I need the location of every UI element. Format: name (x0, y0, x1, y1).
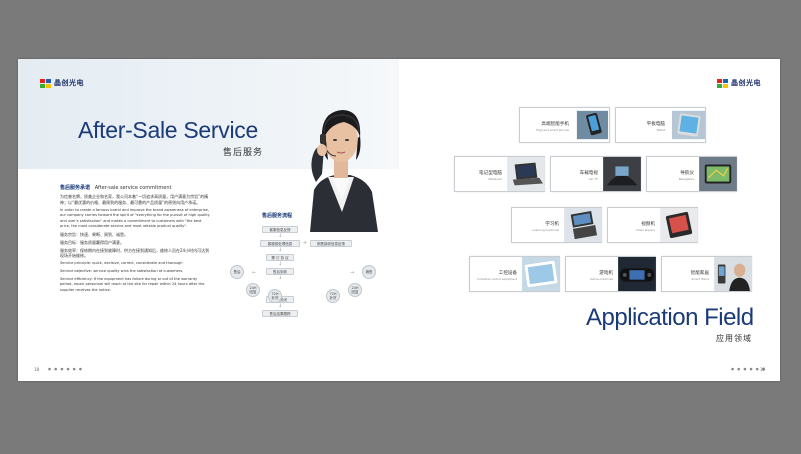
product-label-en: Tablet (656, 128, 665, 132)
right-page-number: 19 (760, 367, 766, 372)
product-card-game-machine: 游戏机 Game machines (565, 256, 656, 292)
service-flow-diagram: 售后服务流程 客服信息反馈 ↓ 客服部处理信息 + 销售接收信息反馈 ↓ 需 订… (210, 209, 376, 329)
page-subtitle-right: 应用领域 (716, 334, 752, 343)
logo-mark-icon (40, 78, 51, 88)
commitment-heading-zh: 售后服务承诺 (60, 185, 91, 191)
commitment-paragraph-en: In order to create a famous brand and im… (60, 207, 210, 228)
product-label-zh: 智能家居 (690, 271, 709, 276)
flow-circle-24h-reply-b: 24H 回复 (348, 283, 362, 297)
commitment-heading: 售后服务承诺 After-sale service commitment (60, 185, 210, 191)
flow-arrow-down-icon: ↓ (278, 233, 283, 239)
brand-logo: 晶创光电 (40, 78, 84, 88)
commitment-paragraph-zh: 为信誉名牌，质美企业和名家，我公司本着“一切追求高质量，用户满意为宗旨”的精神；… (60, 194, 209, 205)
flow-arrow-down-icon: ↓ (278, 261, 283, 267)
service-principle-zh: 服务宗旨：快速、果断、周到、诚恳。 (60, 231, 128, 237)
product-label-zh: 学习机 (545, 222, 559, 227)
product-label-en: Video players (636, 228, 655, 232)
flow-arrow-down-icon: ↓ (278, 275, 283, 281)
brochure-spread: 晶创光电 After-Sale Service 售后服务 售后服务承诺 (18, 59, 780, 381)
industrial-icon (522, 257, 560, 291)
product-card-car-tv: 车载电视 Car TV (550, 156, 641, 192)
product-card-learning-machine: 学习机 Learning machines (511, 207, 602, 243)
product-label-en: Smart Home (691, 277, 709, 281)
product-label-en: Learning machines (532, 228, 559, 232)
car-tv-icon (603, 157, 641, 191)
commitment-heading-en: After-sale service commitment (94, 185, 172, 191)
logo-mark-icon (717, 78, 728, 88)
product-card-tablet: 平板电脑 Tablet (615, 107, 706, 143)
product-label-zh: 车载电视 (579, 171, 598, 176)
product-label-zh: 工控设备 (498, 271, 517, 276)
left-page: 晶创光电 After-Sale Service 售后服务 售后服务承诺 (18, 59, 399, 381)
flow-arrow-down-icon: ↓ (278, 303, 283, 309)
flow-circle-24h-reply: 24H 回复 (246, 283, 260, 297)
flow-step-tracking: 售后结果跟踪 (262, 310, 298, 317)
flow-circle-72h-replenish-b: 72H 补货 (326, 289, 340, 303)
flow-step-agreement: 需 订 协 议 (266, 254, 294, 261)
page-title: After-Sale Service (78, 117, 258, 143)
right-page: 晶创光电 高端智能手机 High-end smart phones 平板电脑 (399, 59, 780, 381)
product-label-en: Navigators (678, 177, 694, 181)
product-card-smartphone: 高端智能手机 High-end smart phones (519, 107, 610, 143)
product-label-en: Game machines (590, 277, 613, 281)
phone-icon (576, 110, 609, 140)
product-label-zh: 视频机 (641, 222, 655, 227)
navigator-icon (699, 157, 737, 191)
product-card-video-player: 视频机 Video players (607, 207, 698, 243)
product-label-en: High-end smart phones (536, 128, 569, 132)
product-label-zh: 高端智能手机 (541, 122, 569, 127)
product-label-en: Industrial control equipment (477, 277, 517, 281)
brand-name-right: 晶创光电 (731, 79, 761, 87)
service-woman-image (310, 110, 378, 232)
service-efficiency-en: Service efficiency: If the equipment has… (60, 276, 205, 292)
right-footer-dots: ● ● ● ● ● ● (731, 367, 766, 371)
laptop-icon (507, 157, 545, 191)
brand-logo-right: 晶创光电 (717, 78, 761, 88)
product-label-en: Car TV (588, 177, 598, 181)
product-card-smart-home: 智能家居 Smart Home (661, 256, 752, 292)
service-objective-en: Service objective: service quality wins … (60, 268, 184, 273)
flow-arrow-down-icon: ↓ (278, 247, 283, 253)
product-card-notebook: 笔记型电脑 Notebook (454, 156, 545, 192)
tablet-icon (671, 110, 705, 140)
learning-machine-icon (564, 208, 602, 242)
flow-plus-icon: + (303, 240, 308, 246)
brand-name: 晶创光电 (54, 79, 84, 87)
page-title-right: Application Field (586, 304, 754, 331)
product-label-zh: 游戏机 (599, 271, 613, 276)
product-card-navigator: 导航仪 Navigators (646, 156, 737, 192)
service-objective-zh: 服务目标：服务质量赢得用户满意。 (60, 239, 124, 245)
game-machine-icon (618, 257, 656, 291)
flow-arrow-left-icon: ← (252, 270, 257, 276)
left-footer-dots: ● ● ● ● ● ● (48, 367, 83, 371)
left-page-number: 18 (34, 367, 40, 372)
service-principle-en: Service principle: quick, decisive, corr… (60, 260, 183, 265)
service-efficiency-zh: 服务效率：保修期内在接到故障时，供方在接到通知后，维修人员在24小时内可达到现场… (60, 247, 210, 259)
product-label-en: Notebook (488, 177, 502, 181)
flow-step-process: 客服部处理信息 (260, 240, 300, 247)
flow-circle-aftersale: 售后 (230, 265, 244, 279)
product-card-industrial: 工控设备 Industrial control equipment (469, 256, 560, 292)
commitment-section: 售后服务承诺 After-sale service commitment 为信誉… (60, 185, 210, 296)
flow-title: 售后服务流程 (262, 213, 293, 219)
page-subtitle: 售后服务 (223, 148, 264, 158)
video-player-icon (660, 208, 698, 242)
flow-step-onsite: 售后到到 (266, 268, 294, 275)
product-label-zh: 导航仪 (680, 171, 694, 176)
flow-circle-72h-replenish: 72H 补货 (268, 289, 282, 303)
flow-arrow-right-icon: → (350, 270, 355, 276)
flow-step-feedback: 客服信息反馈 (262, 226, 298, 233)
flow-step-sales-feedback: 销售接收信息反馈 (310, 240, 352, 247)
product-label-zh: 平板电脑 (646, 122, 665, 127)
smart-home-icon (714, 257, 752, 291)
flow-circle-sales: 销售 (362, 265, 376, 279)
product-label-zh: 笔记型电脑 (479, 171, 502, 176)
